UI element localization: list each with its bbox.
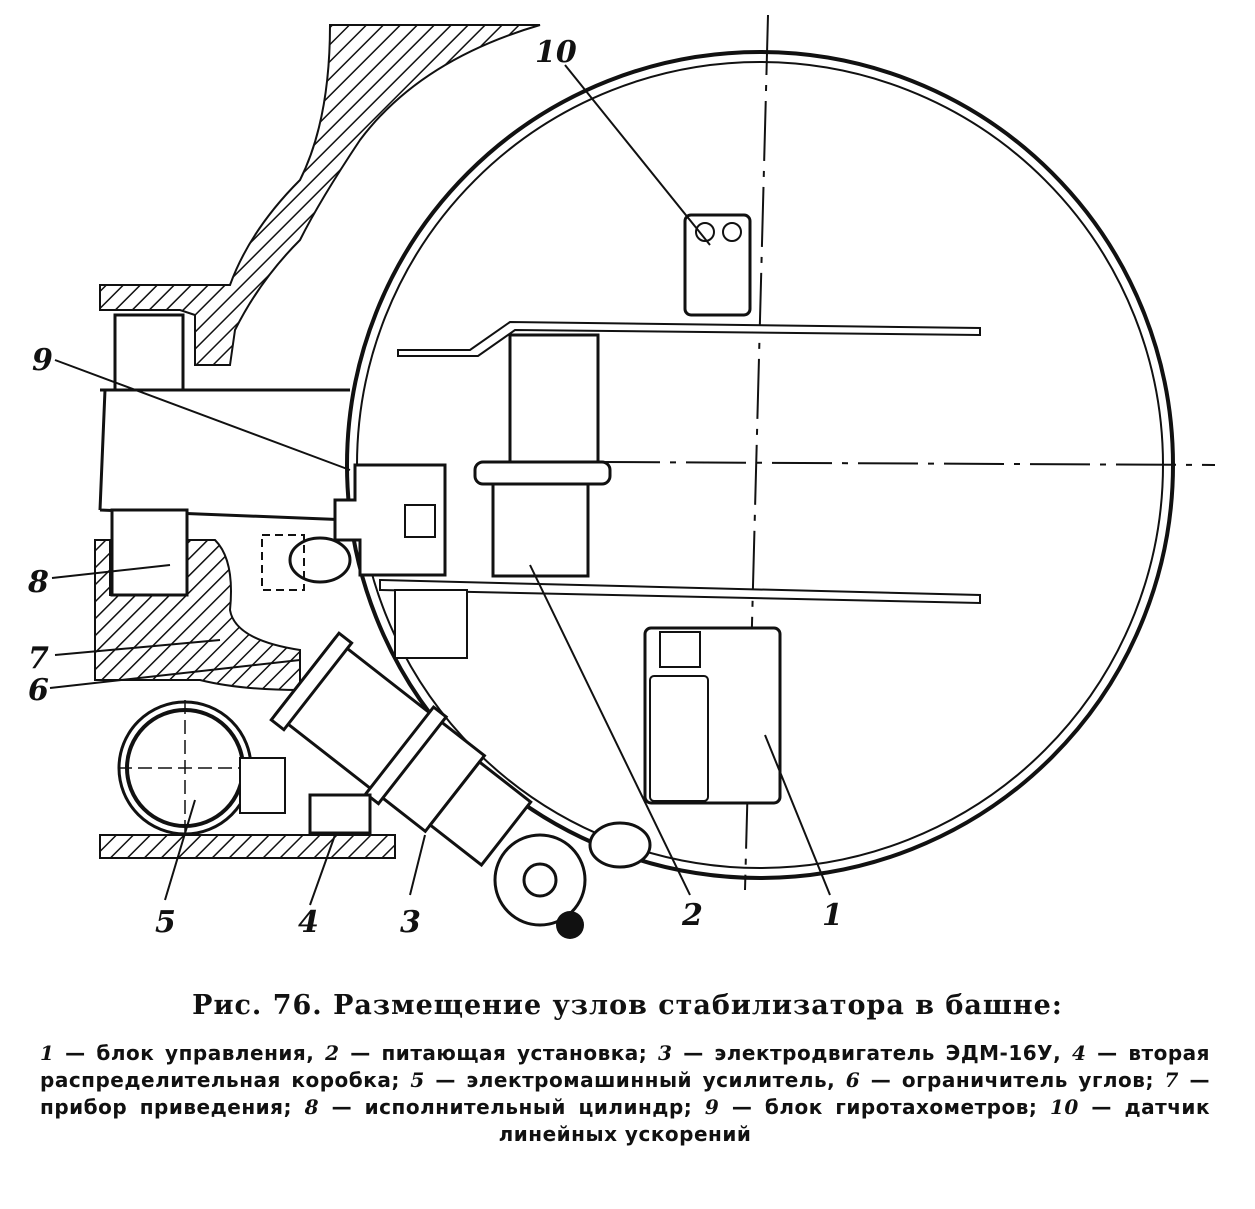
- alignment-device: [261, 534, 305, 591]
- leader-9: [54, 359, 351, 471]
- cradle-bottom-rail: [379, 578, 981, 605]
- motor-tensioner: [588, 821, 652, 869]
- legend-text: — датчик линейных ускорений: [498, 1095, 1211, 1146]
- gyro-unit-block: [113, 313, 185, 392]
- cradle-top-rail: [397, 320, 981, 357]
- figure-caption-title: Рис. 76. Размещение узлов стабилизатора …: [192, 990, 1063, 1021]
- distribution-box: [308, 793, 372, 835]
- legend-item-4: 4 — вторая распределительная коробка;: [40, 1041, 1210, 1092]
- leader-2: [529, 564, 691, 896]
- motor-gear-center: [522, 862, 558, 898]
- bracket-clamp: [404, 504, 436, 538]
- legend-num: 10: [1049, 1095, 1079, 1119]
- control-unit-connector: [659, 631, 701, 668]
- supply-unit-band: [473, 460, 612, 486]
- legend-text: — блок гиротахометров;: [731, 1095, 1038, 1119]
- legend-num: 3: [658, 1041, 673, 1065]
- legend-item-2: 2 — питающая установка;: [325, 1041, 647, 1065]
- legend-num: 9: [704, 1095, 720, 1119]
- horizontal-centerline: [599, 461, 1216, 466]
- callout-2: 2: [681, 898, 703, 933]
- leader-5: [164, 799, 196, 901]
- leader-3: [409, 834, 426, 896]
- legend-item-6: 6 — ограничитель углов;: [846, 1068, 1154, 1092]
- leader-10: [564, 64, 711, 246]
- callout-6: 6: [28, 673, 49, 708]
- gun-mount-base: [99, 834, 396, 859]
- amplidyne-terminal: [239, 757, 286, 814]
- callout-4: 4: [298, 905, 319, 940]
- callout-3: 3: [400, 905, 421, 940]
- legend-num: 5: [410, 1068, 425, 1092]
- legend-num: 4: [1071, 1041, 1087, 1065]
- callout-1: 1: [822, 898, 843, 933]
- legend-num: 8: [304, 1095, 319, 1119]
- turret-wall-upper: [99, 24, 541, 366]
- callout-7: 7: [28, 641, 49, 676]
- legend-item-5: 5 — электромашинный усилитель,: [410, 1068, 835, 1092]
- legend-item-8: 8 — исполнительный цилиндр;: [305, 1095, 693, 1119]
- legend-text: — блок управления,: [65, 1041, 315, 1065]
- legend-item-10: 10 — датчик линейных ускорений: [499, 1095, 1210, 1146]
- small-junction-box: [394, 589, 468, 659]
- turret-wall-lower: [94, 539, 301, 692]
- legend-num: 7: [1164, 1068, 1179, 1092]
- supply-unit-upper: [508, 333, 600, 467]
- legend-text: — электродвигатель ЭДМ-16У,: [683, 1041, 1062, 1065]
- callout-10: 10: [535, 35, 577, 70]
- callout-5: 5: [155, 905, 176, 940]
- callout-9: 9: [32, 343, 53, 378]
- legend-text: — ограничитель углов;: [870, 1068, 1154, 1092]
- leader-1: [764, 734, 831, 896]
- leader-6: [49, 659, 301, 689]
- callout-8: 8: [27, 565, 49, 600]
- leader-8: [51, 564, 171, 579]
- legend-text: — вторая распределительная коробка;: [40, 1041, 1210, 1092]
- cylinder-block: [110, 508, 189, 597]
- angle-limiter: [288, 536, 352, 584]
- sensor-knob-right: [722, 222, 742, 242]
- stabilizer-diagram: 1 2 3 4 5 6 7 8 9 10: [27, 14, 1216, 940]
- legend-text: — питающая установка;: [350, 1041, 648, 1065]
- legend-num: 6: [845, 1068, 861, 1092]
- legend-item-1: 1 — блок управления,: [40, 1041, 314, 1065]
- legend-text: — прибор приведения;: [40, 1068, 1210, 1119]
- legend-text: — электромашинный усилитель,: [435, 1068, 836, 1092]
- legend-text: — исполнительный цилиндр;: [331, 1095, 693, 1119]
- leader-7: [54, 639, 221, 656]
- legend-item-3: 3 — электродвигатель ЭДМ-16У,: [658, 1041, 1061, 1065]
- control-unit-panel: [649, 675, 709, 802]
- supply-unit-lower: [491, 482, 590, 578]
- electric-motor: [269, 631, 533, 868]
- figure-legend: 1 — блок управления, 2 — питающая устано…: [40, 1040, 1210, 1148]
- mounting-bracket: [333, 463, 447, 577]
- legend-num: 2: [325, 1041, 340, 1065]
- legend-num: 1: [40, 1041, 55, 1065]
- legend-item-7: 7 — прибор приведения;: [40, 1068, 1210, 1119]
- motor-output-shaft: [556, 911, 584, 939]
- sensor-knob-left: [695, 222, 715, 242]
- legend-item-9: 9 — блок гиротахометров;: [705, 1095, 1038, 1119]
- leader-4: [309, 834, 336, 906]
